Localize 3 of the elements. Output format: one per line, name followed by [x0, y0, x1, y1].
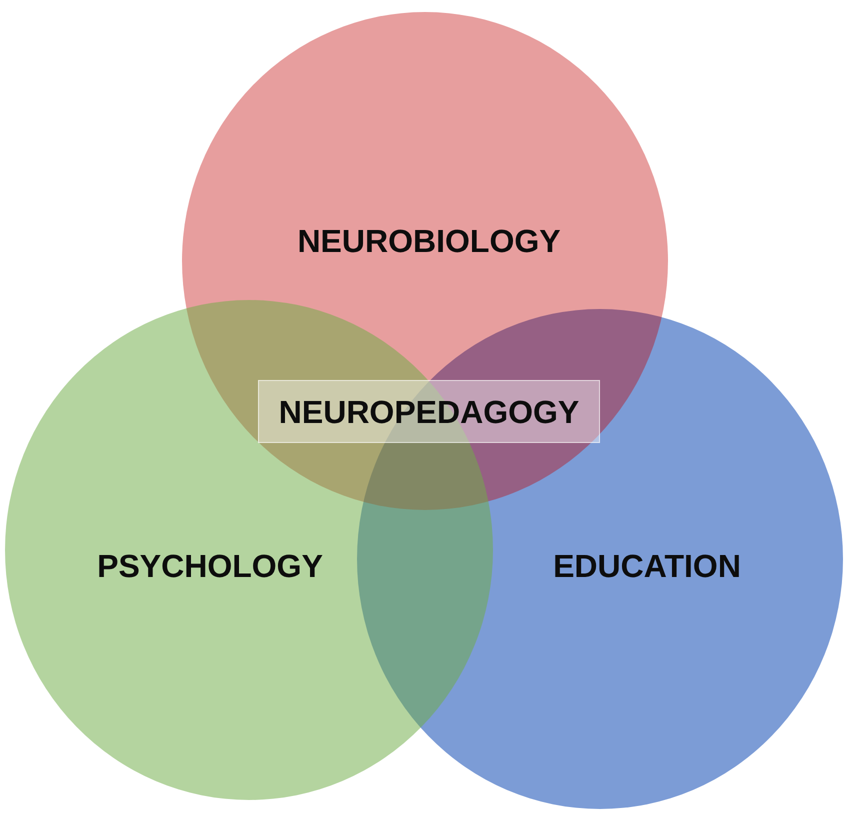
category-label: PSYCHOLOGY	[97, 550, 323, 582]
category-label: NEUROBIOLOGY	[297, 225, 561, 257]
category-label: EDUCATION	[553, 550, 741, 582]
